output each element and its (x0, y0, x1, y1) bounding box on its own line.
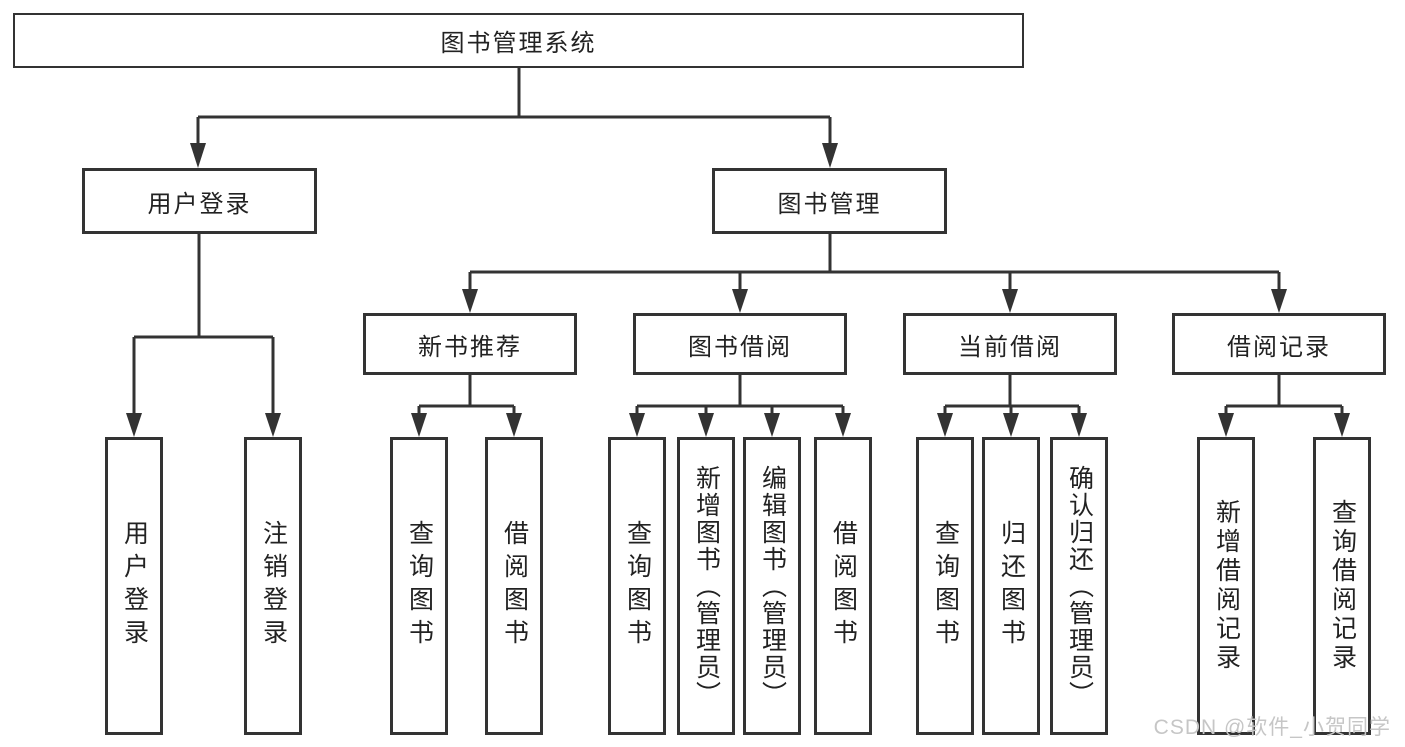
leaf-borrow-books-recommend: 借阅图书 (485, 437, 543, 735)
node-label: 图书管理 (777, 190, 882, 218)
node-current-borrow: 当前借阅 (903, 313, 1117, 375)
node-label: 查询图书 (931, 520, 960, 652)
node-label: 查询图书 (623, 520, 652, 652)
node-user-login: 用户登录 (82, 168, 317, 234)
node-label: 注销登录 (259, 520, 288, 652)
node-label: 归还图书 (997, 520, 1026, 652)
leaf-confirm-return-admin: 确认归还（管理员） (1050, 437, 1108, 735)
leaf-query-books-current: 查询图书 (916, 437, 974, 735)
node-label: 借阅图书 (500, 520, 529, 652)
node-label: 当前借阅 (958, 333, 1062, 361)
node-library-management-system: 图书管理系统 (13, 13, 1024, 68)
csdn-watermark: CSDN @软件_小贺同学 (1153, 716, 1391, 739)
node-borrow-records: 借阅记录 (1172, 313, 1386, 375)
node-label: 用户登录 (147, 190, 252, 218)
node-label: 编辑图书（管理员） (758, 464, 787, 708)
leaf-return-books: 归还图书 (982, 437, 1040, 735)
node-book-borrow: 图书借阅 (633, 313, 847, 375)
node-label: 用户登录 (120, 520, 149, 652)
node-label: 新增借阅记录 (1212, 499, 1241, 673)
leaf-logout: 注销登录 (244, 437, 302, 735)
leaf-add-borrow-record: 新增借阅记录 (1197, 437, 1255, 735)
leaf-add-books-admin: 新增图书（管理员） (677, 437, 735, 735)
node-label: 图书借阅 (688, 333, 792, 361)
leaf-query-borrow-record: 查询借阅记录 (1313, 437, 1371, 735)
leaf-edit-books-admin: 编辑图书（管理员） (743, 437, 801, 735)
node-label: 图书管理系统 (440, 30, 597, 57)
leaf-borrow-books: 借阅图书 (814, 437, 872, 735)
node-label: 确认归还（管理员） (1065, 464, 1094, 708)
leaf-query-books-recommend: 查询图书 (390, 437, 448, 735)
node-label: 查询借阅记录 (1328, 499, 1357, 673)
leaf-query-books-borrow: 查询图书 (608, 437, 666, 735)
node-label: 新增图书（管理员） (692, 464, 721, 708)
node-label: 借阅记录 (1227, 333, 1331, 361)
leaf-user-login: 用户登录 (105, 437, 163, 735)
node-book-management: 图书管理 (712, 168, 947, 234)
node-label: 新书推荐 (418, 333, 522, 361)
node-label: 查询图书 (405, 520, 434, 652)
node-new-book-recommend: 新书推荐 (363, 313, 577, 375)
node-label: 借阅图书 (829, 520, 858, 652)
